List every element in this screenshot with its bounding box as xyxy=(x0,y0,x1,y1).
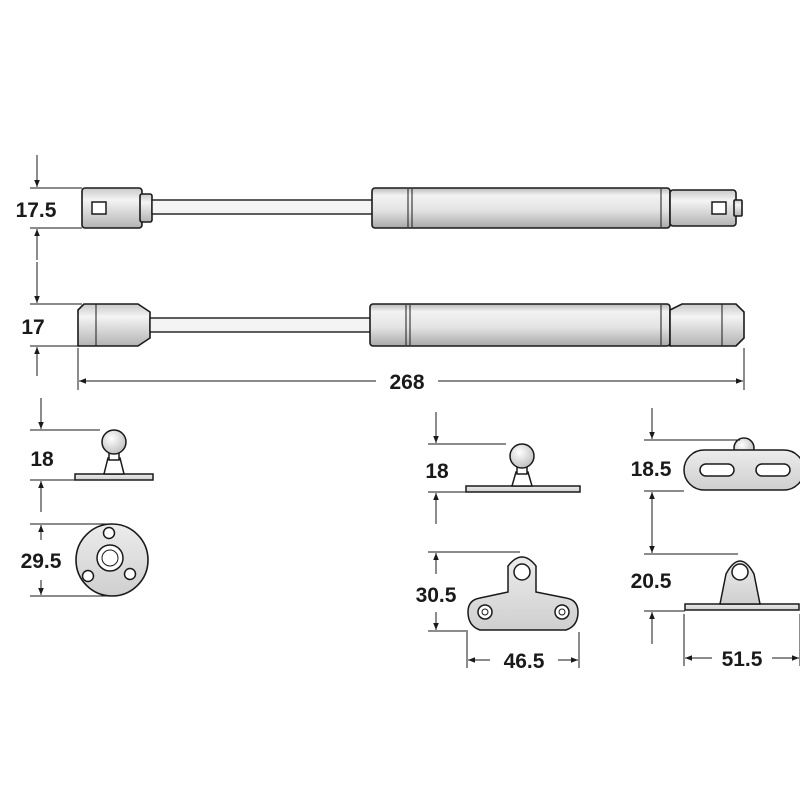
dimension-round-plate-diameter: 29.5 xyxy=(21,523,112,597)
strut-top-rod xyxy=(151,199,375,215)
dim-label-46-5: 46.5 xyxy=(504,650,545,673)
bracket-b-base xyxy=(684,603,800,611)
round-plate-top xyxy=(75,523,149,597)
ball-stud xyxy=(101,429,127,455)
dimension-strut-bottom-height: 17 xyxy=(21,262,82,376)
dim-label-17: 17 xyxy=(21,316,44,339)
strut-bottom-right-cap xyxy=(669,303,745,347)
screw-hole xyxy=(102,526,116,540)
eye-bracket-a xyxy=(467,556,579,631)
round-plate-edge xyxy=(74,473,154,481)
dimension-bracket-a-width: 46.5 xyxy=(466,632,580,673)
screw-hole xyxy=(554,604,570,620)
dimension-bracket-a-height: 30.5 xyxy=(416,551,520,632)
slotted-plate-body xyxy=(683,449,800,491)
ball-stud-round-side xyxy=(74,429,154,481)
dimension-strut-top-height: 17.5 xyxy=(16,155,82,260)
dim-label-18-round: 18 xyxy=(30,448,54,471)
slotted-plate xyxy=(683,437,800,491)
ball-stud xyxy=(509,443,535,469)
dimension-ball-stud-plate-height: 18 xyxy=(425,412,506,524)
dim-label-51-5: 51.5 xyxy=(722,648,763,671)
bracket-a-body xyxy=(467,556,579,631)
ball-stud-plate-side xyxy=(465,443,581,493)
dimension-bracket-b-height: 20.5 xyxy=(631,500,738,644)
dim-label-18-plate: 18 xyxy=(425,460,449,483)
dim-label-17-5: 17.5 xyxy=(16,199,57,222)
dimension-bracket-b-width: 51.5 xyxy=(683,614,800,671)
dim-label-29-5: 29.5 xyxy=(21,550,62,573)
flat-plate-edge xyxy=(465,485,581,493)
gas-strut-top xyxy=(81,187,743,229)
screw-hole xyxy=(477,604,493,620)
strut-top-left-cap xyxy=(81,187,143,229)
pivot-hole xyxy=(731,563,749,581)
gas-strut-bottom xyxy=(77,303,745,347)
screw-hole xyxy=(81,569,95,583)
mounting-slot xyxy=(699,463,735,477)
strut-bottom-cylinder xyxy=(369,303,671,347)
mounting-slot xyxy=(755,463,791,477)
screw-hole xyxy=(123,567,137,581)
dimension-ball-stud-round-height: 18 xyxy=(30,398,100,512)
dim-label-18-5: 18.5 xyxy=(631,458,672,481)
dimension-strut-length: 268 xyxy=(77,348,745,394)
dim-label-30-5: 30.5 xyxy=(416,584,457,607)
eye-bracket-b xyxy=(684,560,800,611)
dimension-slotted-plate-height: 18.5 xyxy=(631,408,740,522)
strut-bottom-rod xyxy=(149,317,373,333)
bracket-b-lug xyxy=(719,560,761,605)
dim-label-268: 268 xyxy=(389,371,424,394)
pivot-hole xyxy=(513,563,531,581)
strut-bottom-left-cap xyxy=(77,303,151,347)
strut-top-cylinder xyxy=(371,187,671,229)
dim-label-20-5: 20.5 xyxy=(631,570,672,593)
